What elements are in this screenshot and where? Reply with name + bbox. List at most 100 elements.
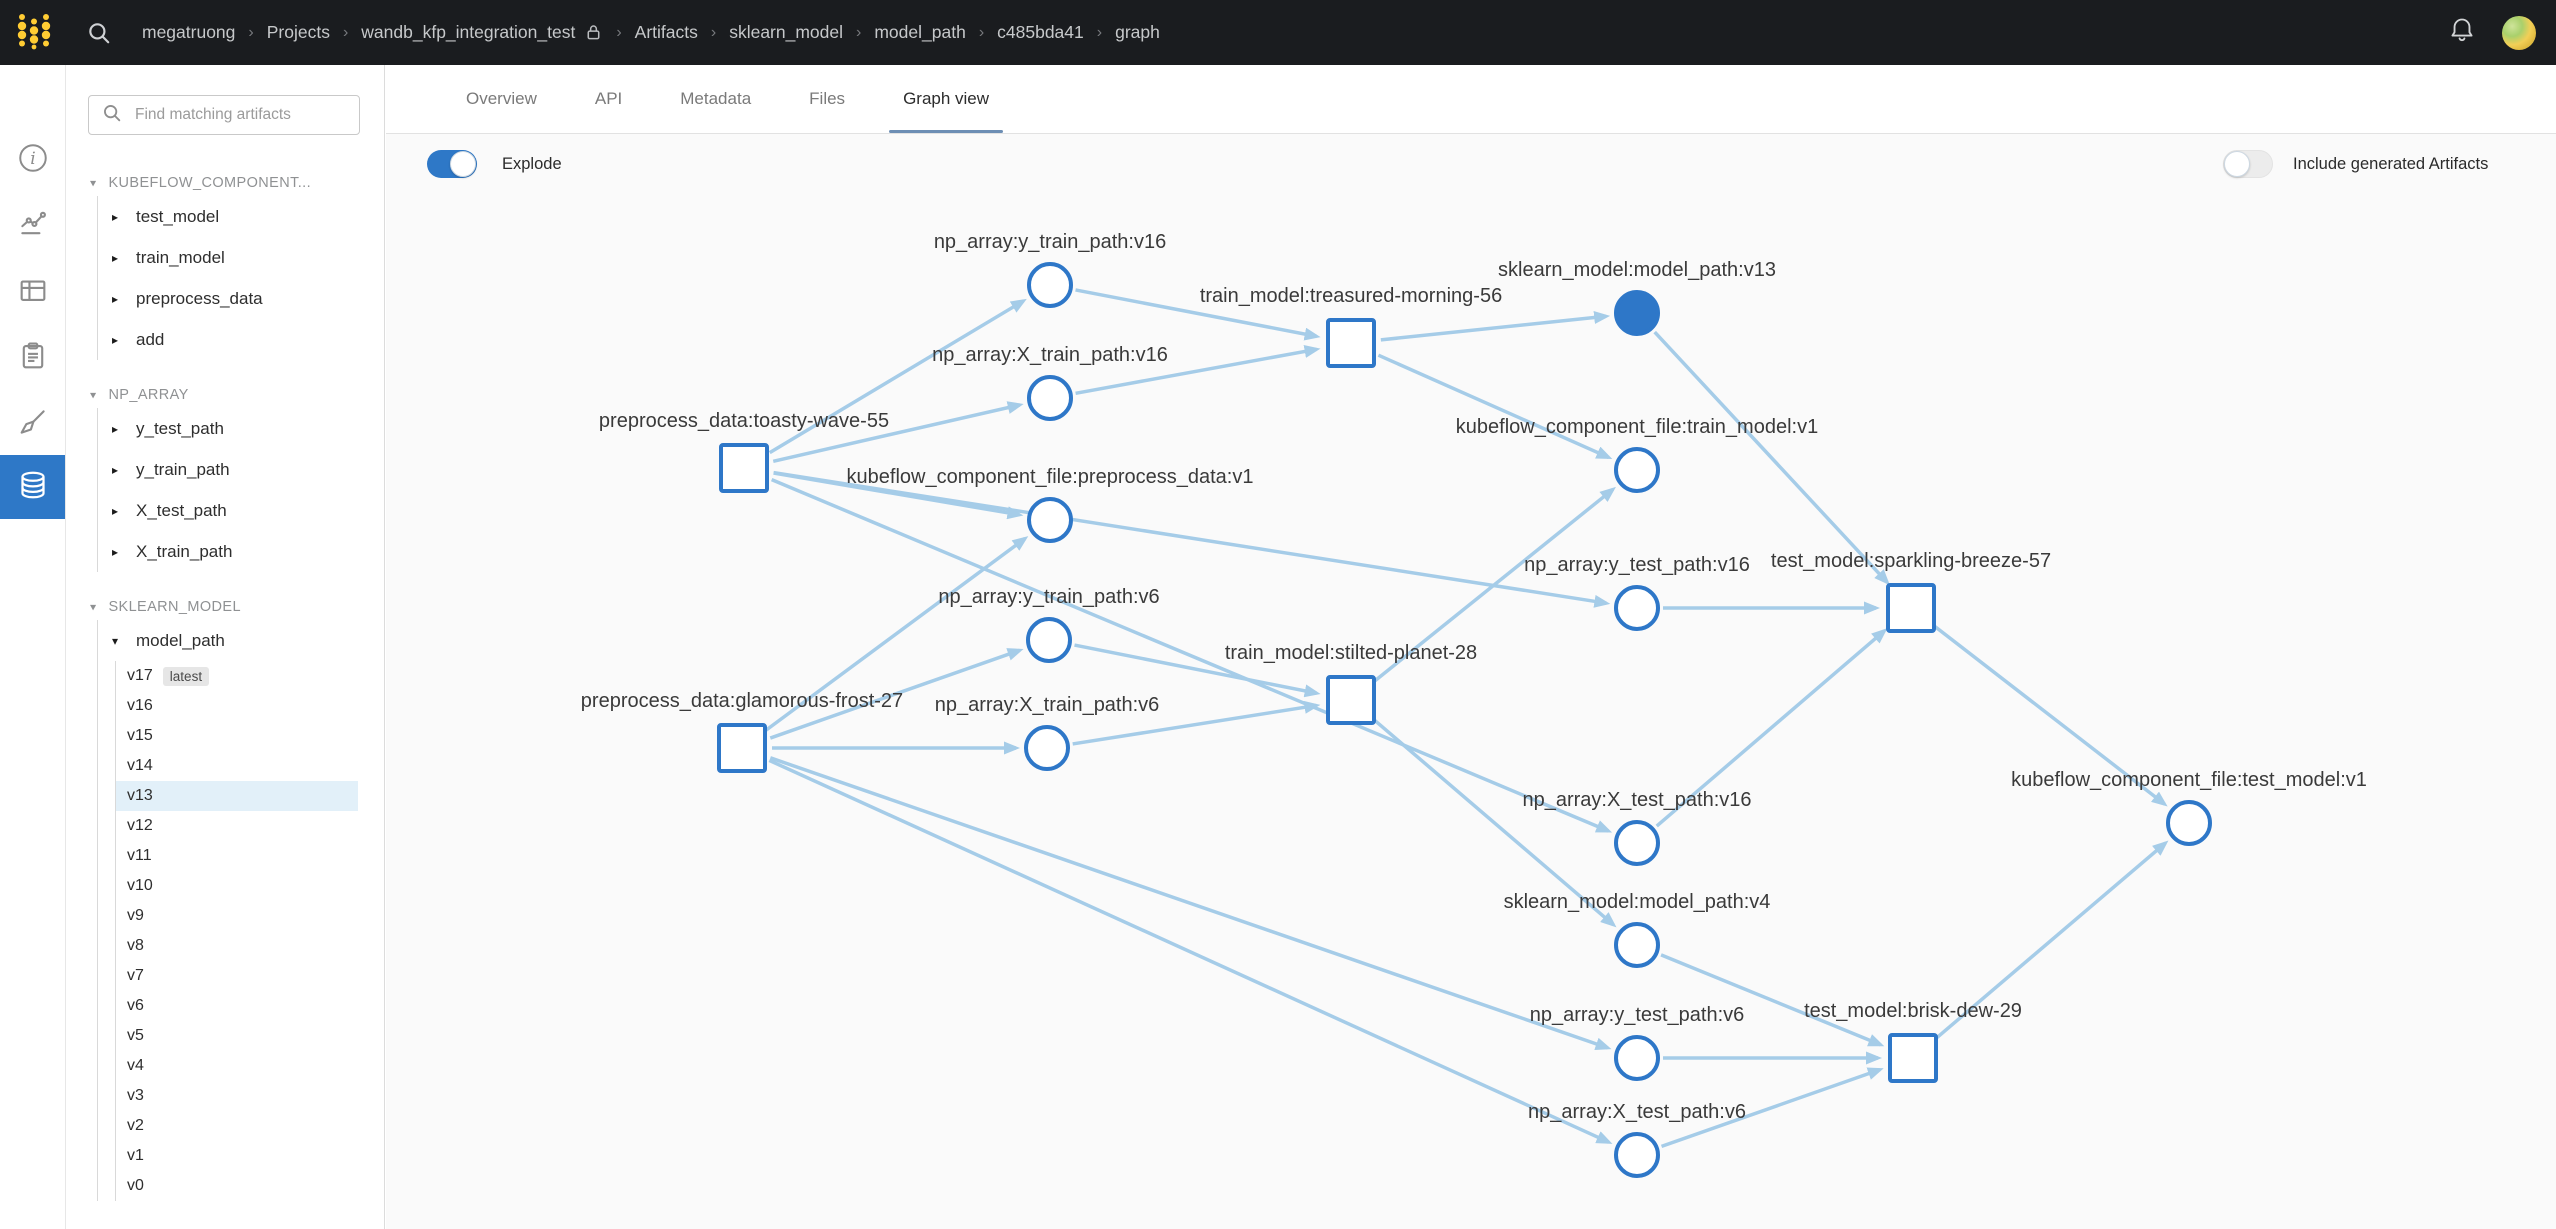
tab-metadata[interactable]: Metadata [680,89,752,108]
version-item[interactable]: v0 [116,1171,358,1201]
graph-node-X_train6[interactable]: np_array:X_train_path:v6 [935,694,1160,771]
run-node-square[interactable] [1326,318,1376,368]
version-item[interactable]: v1 [116,1141,358,1171]
graph-edge-model4-to-brisk [1660,953,1885,1047]
graph-node-y_test16[interactable]: np_array:y_test_path:v16 [1524,554,1750,631]
artifact-collection-item[interactable]: ▸y_train_path [98,449,358,490]
artifact-collection-item[interactable]: ▸preprocess_data [98,278,358,319]
triangle-down-icon: ▾ [112,633,119,648]
run-node-square[interactable] [1888,1033,1938,1083]
artifact-node-circle[interactable] [1027,375,1073,421]
graph-node-comp_train[interactable]: kubeflow_component_file:train_model:v1 [1456,416,1818,493]
avatar[interactable] [2502,15,2536,50]
version-item[interactable]: v11 [116,841,358,871]
artifact-collection-item[interactable]: ▸train_model [98,237,358,278]
tab-graph-view[interactable]: Graph view [889,65,1004,133]
run-node-square[interactable] [717,723,767,773]
breadcrumb-item[interactable]: graph [1115,22,1160,42]
artifact-collection-item[interactable]: ▸test_model [98,196,358,237]
version-item[interactable]: v15 [116,721,358,751]
version-item[interactable]: v5 [116,1021,358,1051]
artifact-type-header[interactable]: ▾SKLEARN_MODEL [66,594,384,620]
tab-overview[interactable]: Overview [466,89,537,108]
breadcrumb-item[interactable]: Projects [266,22,330,42]
graph-node-comp_test[interactable]: kubeflow_component_file:test_model:v1 [2011,769,2367,846]
rail-item-clipboard[interactable] [0,326,65,390]
version-item[interactable]: v13 [116,781,358,811]
breadcrumb-item[interactable]: megatruong [142,22,236,42]
breadcrumb-item[interactable]: model_path [874,22,966,42]
graph-node-treasured[interactable]: train_model:treasured-morning-56 [1200,285,1502,368]
artifact-node-circle[interactable] [2166,800,2212,846]
artifact-search-box[interactable] [88,95,360,135]
rail-item-info[interactable]: i [0,128,65,192]
artifact-type-header[interactable]: ▾NP_ARRAY [66,382,384,408]
version-item[interactable]: v8 [116,931,358,961]
artifact-type-header[interactable]: ▾KUBEFLOW_COMPONENT... [66,170,384,196]
version-item[interactable]: v16 [116,691,358,721]
version-item[interactable]: v2 [116,1111,358,1141]
rail-item-line-chart[interactable] [0,194,65,258]
artifact-node-circle[interactable] [1027,262,1073,308]
graph-canvas[interactable] [386,134,2556,1229]
tab-api[interactable]: API [594,89,623,108]
artifact-node-circle[interactable] [1614,1132,1660,1178]
breadcrumb-item[interactable]: Artifacts [634,22,698,42]
graph-node-y_test6[interactable]: np_array:y_test_path:v6 [1530,1004,1745,1081]
global-search-icon[interactable] [86,20,112,46]
graph-node-brisk[interactable]: test_model:brisk-dew-29 [1804,1000,2022,1083]
artifact-node-selected[interactable] [1614,290,1660,336]
run-node-square[interactable] [1326,675,1376,725]
artifact-search-input[interactable] [133,105,347,125]
graph-node-stilted[interactable]: train_model:stilted-planet-28 [1225,642,1477,725]
artifact-node-circle[interactable] [1027,497,1073,543]
artifact-node-circle[interactable] [1024,725,1070,771]
graph-node-X_train16[interactable]: np_array:X_train_path:v16 [932,344,1168,421]
graph-edge-stilted-to-comp_train [1373,486,1616,683]
explode-toggle[interactable] [427,150,477,178]
artifact-collection-item[interactable]: ▸X_train_path [98,531,358,572]
graph-node-sparkling[interactable]: test_model:sparkling-breeze-57 [1771,550,2051,633]
version-item[interactable]: v6 [116,991,358,1021]
rail-item-database[interactable] [0,455,65,519]
tab-files[interactable]: Files [809,89,846,108]
artifact-collection-item[interactable]: ▸X_test_path [98,490,358,531]
breadcrumb-item[interactable]: c485bda41 [997,22,1084,42]
breadcrumb-item[interactable]: sklearn_model [729,22,844,42]
version-item[interactable]: v10 [116,871,358,901]
rail-item-broom[interactable] [0,392,65,456]
artifact-node-circle[interactable] [1026,617,1072,663]
version-item[interactable]: v7 [116,961,358,991]
artifact-node-circle[interactable] [1614,447,1660,493]
breadcrumb-item[interactable]: wandb_kfp_integration_test [361,22,576,42]
run-node-square[interactable] [719,443,769,493]
version-item[interactable]: v14 [116,751,358,781]
run-node-square[interactable] [1886,583,1936,633]
artifact-node-circle[interactable] [1614,585,1660,631]
artifact-collection-item[interactable]: ▾model_path [98,620,358,661]
version-item[interactable]: v12 [116,811,358,841]
version-item[interactable]: v4 [116,1051,358,1081]
artifact-node-circle[interactable] [1614,922,1660,968]
graph-node-X_test6[interactable]: np_array:X_test_path:v6 [1528,1101,1746,1178]
graph-node-model4[interactable]: sklearn_model:model_path:v4 [1504,891,1771,968]
artifact-collection-item[interactable]: ▸y_test_path [98,408,358,449]
version-item[interactable]: v3 [116,1081,358,1111]
artifact-collection-item[interactable]: ▸add [98,319,358,360]
include-generated-toggle[interactable] [2223,150,2273,178]
graph-node-comp_pre[interactable]: kubeflow_component_file:preprocess_data:… [847,466,1254,543]
breadcrumb-separator: › [978,23,985,41]
graph-node-X_test16[interactable]: np_array:X_test_path:v16 [1522,789,1752,866]
artifact-node-circle[interactable] [1614,820,1660,866]
graph-node-toasty[interactable]: preprocess_data:toasty-wave-55 [599,410,889,493]
graph-node-model13[interactable]: sklearn_model:model_path:v13 [1498,259,1776,336]
graph-node-y_train16[interactable]: np_array:y_train_path:v16 [934,231,1166,308]
artifact-node-circle[interactable] [1614,1035,1660,1081]
wandb-logo-icon[interactable] [16,10,52,55]
graph-node-y_train6[interactable]: np_array:y_train_path:v6 [938,586,1160,663]
bell-icon[interactable] [2448,16,2476,49]
version-item[interactable]: v9 [116,901,358,931]
graph-node-glamorous[interactable]: preprocess_data:glamorous-frost-27 [581,690,903,773]
rail-item-table[interactable] [0,260,65,324]
